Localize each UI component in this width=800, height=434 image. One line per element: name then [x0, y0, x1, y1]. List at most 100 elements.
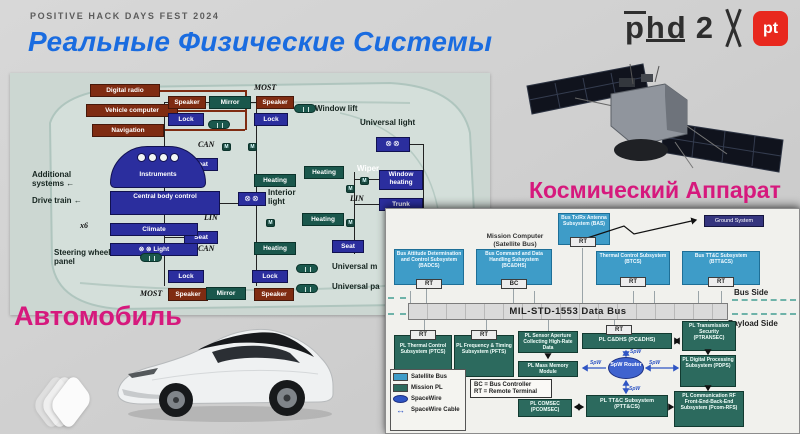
ecu-instruments: Instruments [110, 146, 206, 188]
pt-logo: pt [753, 10, 788, 46]
mil-std-1553-bus: MIL-STD-1553 Data Bus [408, 303, 728, 320]
connector-line [698, 291, 699, 303]
additional-systems-text: Additional systems [32, 170, 72, 188]
box-pcomsec: PL COMSEC (PCOMSEC) [518, 399, 572, 417]
spw-label: SpW [629, 386, 641, 392]
phd-wordmark: phd [623, 10, 688, 46]
motor-icon: M [222, 143, 231, 151]
ecu-mirror: Mirror [206, 287, 246, 300]
ecu-speaker: Speaker [254, 288, 294, 301]
bus-line [164, 237, 184, 238]
legend-spacewire-cable: ↔SpaceWire Cable [393, 405, 463, 415]
connector-line [426, 287, 427, 303]
legend-label: SpaceWire [411, 396, 442, 402]
phd-underline-decoration [645, 39, 685, 42]
motor-icon: M [360, 177, 369, 185]
bc-definition: BC = Bus Controller [474, 382, 532, 388]
rt-tab: RT [471, 330, 497, 340]
label-universal-pa: Universal pa [332, 282, 380, 291]
audio-module-icon [294, 104, 316, 113]
ecu-lock: Lock [252, 270, 288, 283]
bc-tab: BC [501, 279, 527, 289]
ecu-speaker: Speaker [256, 96, 294, 109]
phd-logo: phd 2 pt [623, 8, 788, 48]
ecu-speaker: Speaker [168, 96, 206, 109]
lamp-icon: ⊗ [393, 139, 401, 148]
payload-side-dashed-line [732, 313, 796, 315]
page-title: Реальные Физические Системы [28, 26, 493, 57]
ecu-heating: Heating [304, 166, 344, 179]
connector-line [582, 248, 583, 303]
label-window-lift: Window lift [315, 104, 358, 113]
bus-line [178, 110, 245, 112]
legend-satellite-bus: Satellite Bus [393, 373, 463, 381]
satellite-architecture-diagram: Mission Computer (Satellite Bus) Bus Att… [385, 208, 800, 434]
diamond-logo [32, 372, 108, 432]
ecu-speaker: Speaker [168, 288, 208, 301]
mission-computer-heading: Mission Computer (Satellite Bus) [472, 233, 558, 249]
phd-overline-decoration [623, 11, 646, 14]
ecu-lock: Lock [168, 113, 204, 126]
audio-module-icon [296, 264, 318, 273]
spw-label: SpW [649, 360, 661, 366]
ecu-heating: Heating [254, 174, 296, 187]
bus-side-dashed-line [388, 297, 406, 299]
rt-tab: RT [416, 279, 442, 289]
motor-icon: M [346, 185, 355, 193]
connector-line [633, 291, 634, 303]
spacewire-cable-icon: ↔ [396, 405, 405, 415]
audio-module-icon [208, 120, 230, 129]
bus-line [410, 144, 423, 145]
bus-line [423, 144, 424, 208]
payload-side-dashed-line [388, 313, 406, 315]
label-steering-wheel-panel: Steering wheel panel [54, 248, 111, 266]
box-pmass: PL Mass Memory Module [518, 361, 578, 377]
gauge-icon [137, 153, 146, 162]
ecu-navigation: Navigation [92, 124, 164, 137]
box-pcdhs: PL C&DHS (PC&DHS) [582, 333, 672, 349]
box-pcomm: PL Communication RF Front-End-Back-End S… [674, 391, 744, 427]
legend-label: Mission PL [411, 385, 443, 391]
audio-module-icon [296, 284, 318, 293]
connector-line [614, 320, 615, 326]
connector-line [548, 320, 549, 331]
legend-label: Satellite Bus [411, 374, 448, 380]
label-wiper: Wiper [357, 164, 380, 173]
bus-line [354, 172, 355, 254]
abbreviation-note: BC = Bus Controller RT = Remote Terminal [470, 379, 552, 398]
gauge-icon [148, 153, 157, 162]
lamp-icon: ⊗ [244, 194, 252, 203]
connector-line [534, 291, 535, 303]
ecu-vehicle-computer: Vehicle computer [86, 104, 178, 117]
ecu-seat: Seat [332, 240, 364, 253]
bus-line [160, 90, 245, 92]
interior-light-module: ⊗⊗ [238, 192, 266, 206]
legend-spacewire: SpaceWire [393, 395, 463, 403]
satellite-photo [526, 63, 784, 173]
label-interior-light: Interior light [268, 188, 296, 206]
lamp-icon: ⊗ [385, 139, 393, 148]
connector-line [486, 320, 487, 331]
label-universal-light: Universal light [360, 118, 416, 127]
label-universal-m: Universal m [332, 262, 378, 271]
label-lin-bus: LIN [204, 213, 218, 222]
ecu-lock: Lock [254, 113, 288, 126]
gauge-icon [159, 153, 168, 162]
bus-line [164, 129, 245, 131]
mission-pl-swatch [393, 384, 408, 392]
satellite-section-label: Космический Аппарат [529, 177, 781, 203]
ecu-climate: Climate [110, 223, 198, 236]
bus-bar-label: MIL-STD-1553 Data Bus [509, 306, 627, 317]
lamp-icon: ⊗ [138, 246, 145, 253]
label-bus-side: Bus Side [734, 288, 769, 297]
bus-line [354, 204, 379, 205]
drive-train-text: Drive train [32, 196, 72, 205]
connector-line [513, 287, 514, 303]
universal-light-module: ⊗⊗ [376, 137, 410, 152]
label-can-bus: CAN [198, 244, 215, 253]
box-bttcs: Bus TT&C Subsystem (BTT&CS) [682, 251, 760, 285]
label-most-bus: MOST [254, 83, 277, 92]
x-mark-icon [721, 8, 745, 48]
mission-computer-line2: (Satellite Bus) [493, 240, 537, 248]
